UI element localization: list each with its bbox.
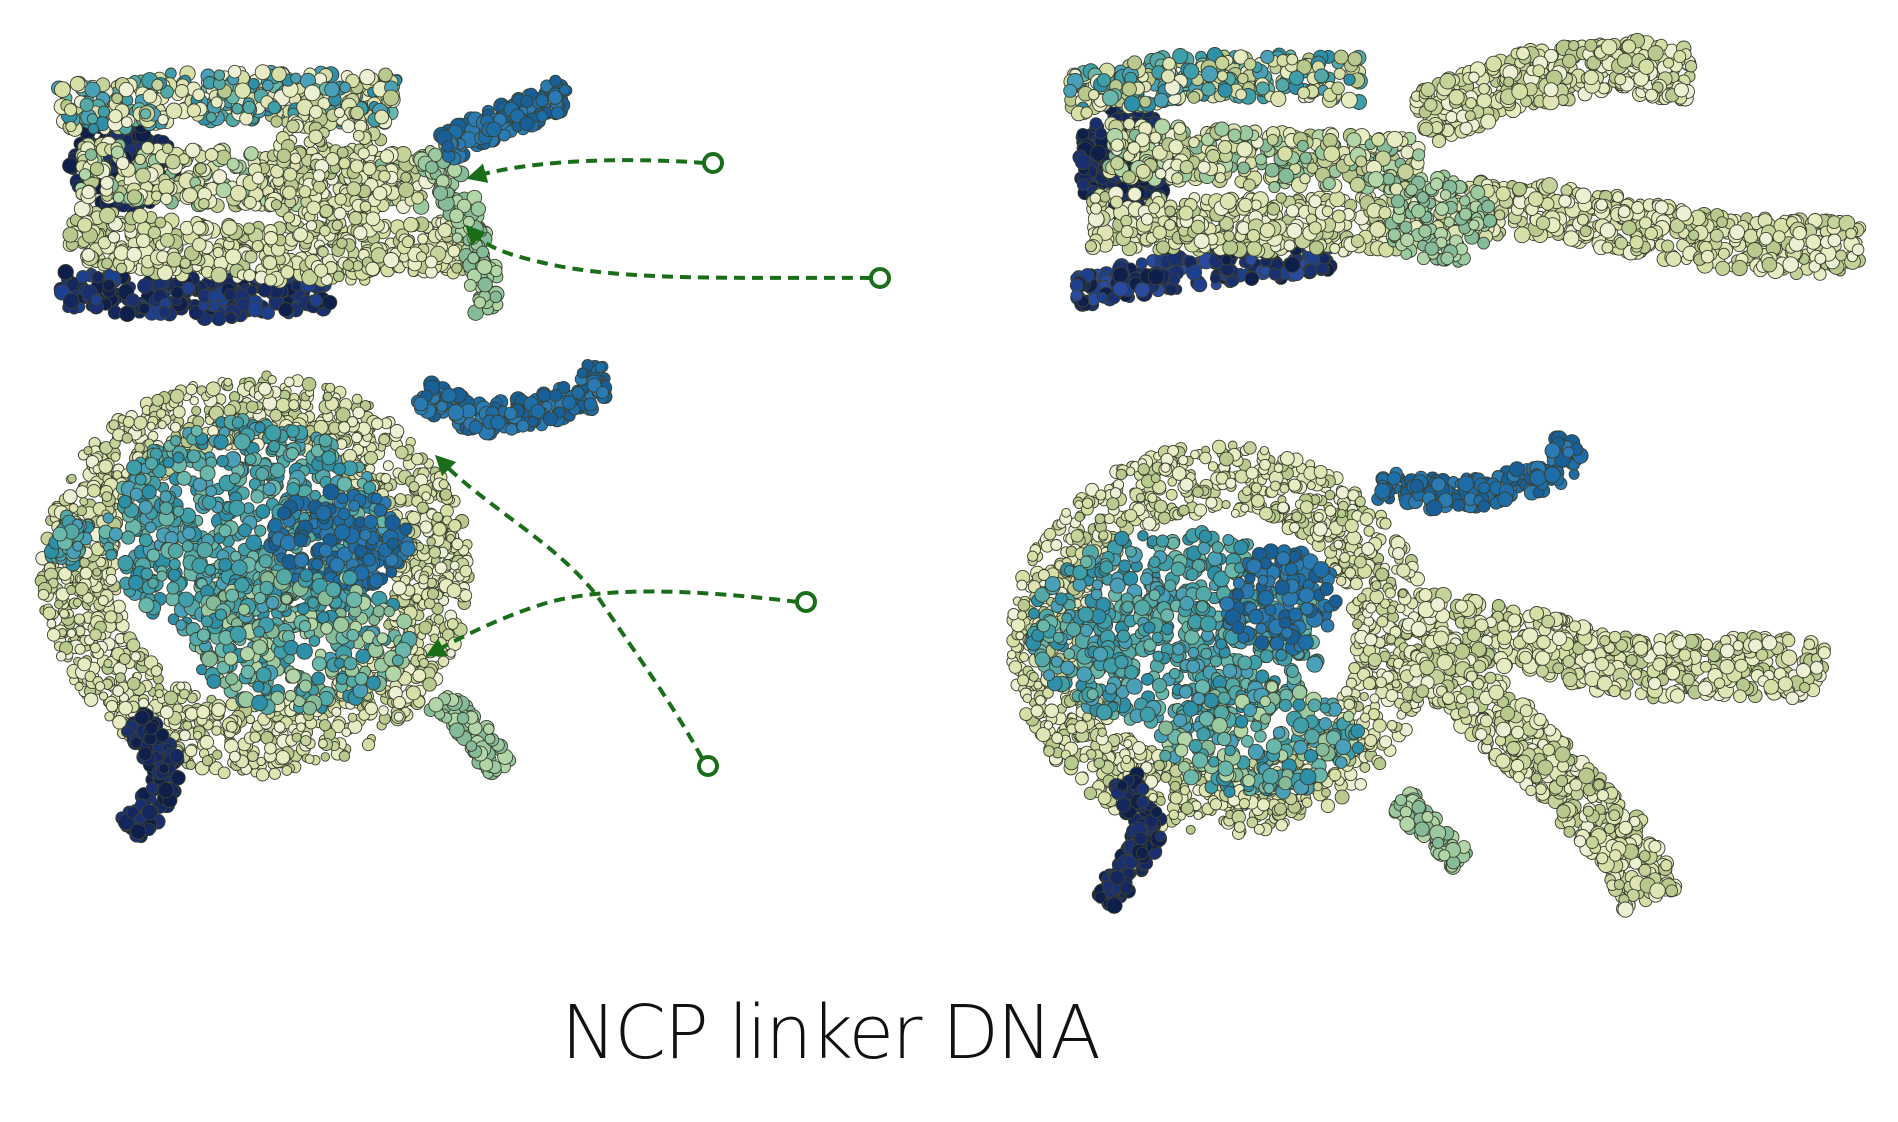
linker-annotations bbox=[425, 152, 891, 777]
linker-path-side-lower bbox=[465, 224, 872, 280]
linker-path-top-lower bbox=[425, 589, 799, 657]
linker-path-top-upper bbox=[434, 454, 704, 759]
linker-end-marker bbox=[702, 152, 724, 174]
linker-end-marker bbox=[697, 755, 719, 777]
ncp-side-view bbox=[51, 64, 573, 327]
figure-caption: NCP linker DNA bbox=[561, 990, 1101, 1076]
ncp-with-linker-top-view bbox=[1006, 430, 1831, 918]
linker-end-marker bbox=[795, 591, 817, 613]
linker-path-side-upper bbox=[466, 158, 706, 183]
ncp-with-linker-side-view bbox=[1063, 32, 1867, 312]
ncp-top-view bbox=[34, 359, 613, 844]
linker-end-marker bbox=[869, 267, 891, 289]
